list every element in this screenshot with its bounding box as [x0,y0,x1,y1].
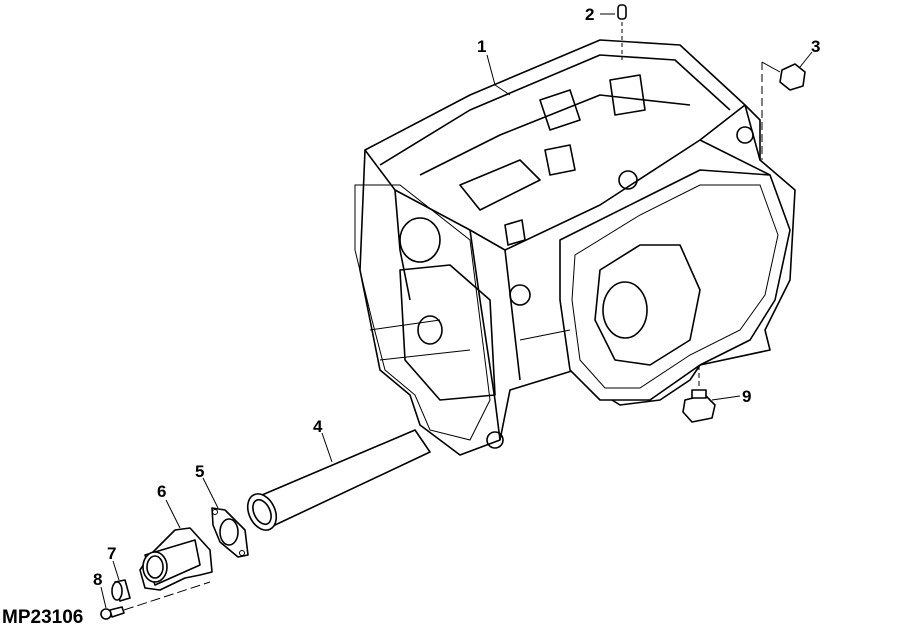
drain-plug [682,365,716,423]
callout-1: 1 [477,37,486,56]
transmission-housing [354,39,796,456]
leader-lines [100,13,813,609]
cap-screw [100,581,211,620]
callout-4: 4 [313,417,323,436]
spacer [111,579,131,602]
callout-2: 2 [585,5,594,24]
flange [139,527,213,591]
figure-id: MP23106 [2,607,83,628]
callout-7: 7 [107,544,116,563]
plug [761,61,806,160]
tube [246,429,431,531]
gasket [211,507,249,558]
callout-6: 6 [157,482,166,501]
callout-8: 8 [93,570,102,589]
callout-5: 5 [195,462,204,481]
dowel-pin [617,4,627,60]
callout-9: 9 [742,387,751,406]
callout-3: 3 [811,37,820,56]
